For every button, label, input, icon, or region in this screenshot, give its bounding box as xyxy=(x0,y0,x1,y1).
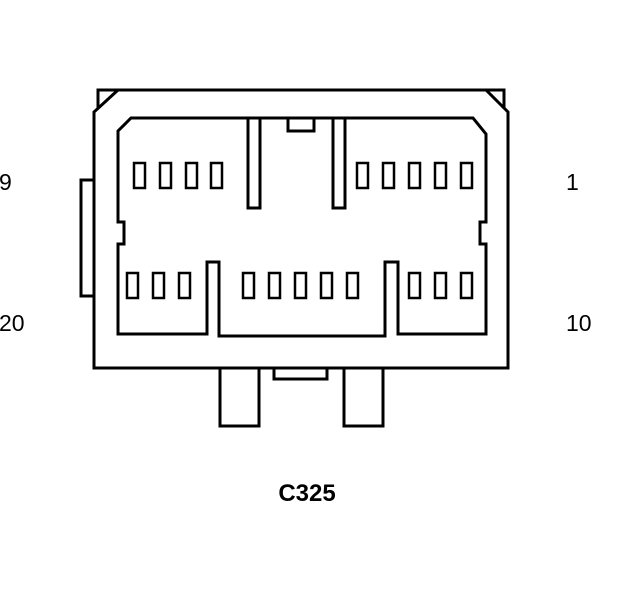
terminal-cavity xyxy=(293,271,308,300)
left-latch-leg xyxy=(218,368,261,428)
terminal-cavity xyxy=(355,161,370,190)
terminal-cavity xyxy=(132,161,147,190)
terminal-cavity xyxy=(433,271,448,300)
terminal-cavity xyxy=(345,271,360,300)
terminal-cavity xyxy=(209,161,224,190)
upper-left-cavity xyxy=(246,116,262,210)
pin-label-top-left: 9 xyxy=(0,169,12,195)
terminal-cavity xyxy=(184,161,199,190)
pin-field-outline xyxy=(116,116,488,338)
top-key-slot xyxy=(286,116,316,133)
terminal-cavity xyxy=(433,161,448,190)
right-latch-leg xyxy=(342,368,385,428)
terminal-cavity xyxy=(407,271,422,300)
left-corner-ear xyxy=(96,88,118,108)
pin-label-bottom-left: 20 xyxy=(0,310,25,336)
connector-id: C325 xyxy=(278,480,335,507)
side-lock-tab xyxy=(79,178,94,298)
terminal-cavity xyxy=(459,271,474,300)
pin-label-top-right: 1 xyxy=(566,169,579,195)
terminal-cavity xyxy=(125,271,140,300)
terminal-cavity xyxy=(158,161,173,190)
terminal-cavity xyxy=(177,271,192,300)
terminal-cavity xyxy=(407,161,422,190)
terminal-cavity xyxy=(151,271,166,300)
terminal-cavity xyxy=(241,271,256,300)
terminal-cavity xyxy=(267,271,282,300)
upper-right-cavity xyxy=(331,116,347,210)
right-corner-ear xyxy=(486,88,506,108)
pin-label-bottom-right: 10 xyxy=(566,310,592,336)
terminal-cavity xyxy=(381,161,396,190)
terminal-cavity xyxy=(459,161,474,190)
terminal-cavity xyxy=(319,271,334,300)
bottom-key xyxy=(272,368,329,381)
